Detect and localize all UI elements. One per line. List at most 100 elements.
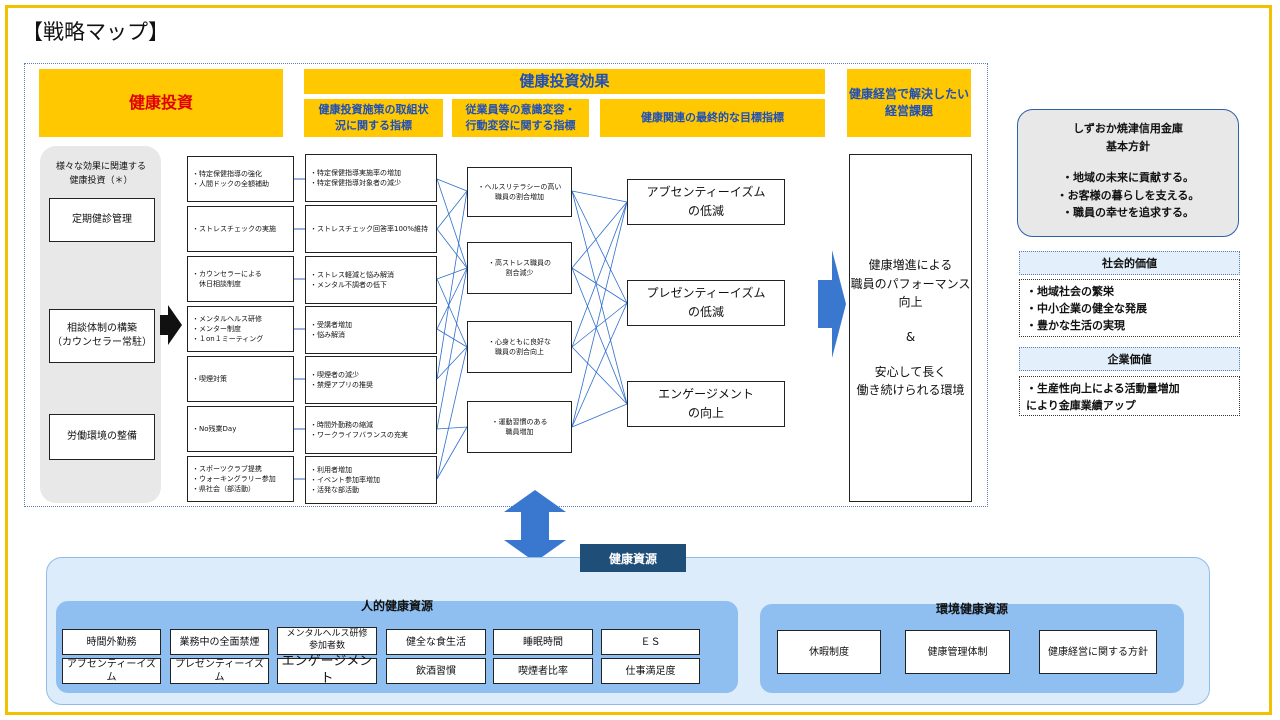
- indicator-line: ・ワークライフバランスの充実: [310, 431, 408, 439]
- investment-item: 労働環境の整備: [49, 414, 155, 460]
- resource-item: ＥＳ: [601, 629, 700, 655]
- behavior-box: ・運動習慣のある 職員増加: [467, 401, 572, 453]
- resource-item: 時間外勤務: [62, 629, 161, 655]
- outcome-line: アブセンティーイズム: [646, 184, 766, 199]
- outcome-box: エンゲージメント の向上: [627, 381, 785, 427]
- indicator-box: ・ストレスチェック回答率100%維持: [305, 205, 437, 253]
- measure-line: ・メンタルヘルス研修: [192, 314, 262, 323]
- strategy-map-area: [24, 63, 988, 507]
- effect-sub-behavior-header: 従業員等の意識変容・ 行動変容に関する指標: [452, 99, 589, 137]
- value-item: ・生産性向上による活動量増加: [1026, 382, 1180, 395]
- resource-item: 仕事満足度: [601, 658, 700, 684]
- resource-item: アブセンティーイズム: [62, 658, 161, 684]
- measure-box: ・メンタルヘルス研修 ・メンター制度 ・１on１ミーティング: [187, 306, 294, 352]
- management-line: 向上: [898, 295, 923, 310]
- measure-line: ・人間ドックの全額補助: [192, 180, 269, 188]
- behavior-line: 職員増加: [505, 428, 534, 436]
- measure-line: ・喫煙対策: [192, 374, 227, 383]
- policy-line: しずおか焼津信用金庫: [1073, 122, 1183, 135]
- behavior-outcome-links: [571, 190, 628, 428]
- outer-frame: [5, 5, 1272, 715]
- value-item: ・中小企業の健全な発展: [1026, 302, 1147, 316]
- behavior-line: ・ヘルスリテラシーの高い: [477, 182, 562, 191]
- management-box: 健康増進による 職員のパフォーマンス 向上 & 安心して長く 働き続けられる環境: [849, 154, 972, 502]
- policy-line: ・職員の幸せを追求する。: [1062, 206, 1194, 220]
- investment-item: 相談体制の構築 （カウンセラー常駐）: [49, 309, 155, 363]
- blue-arrow-icon: [818, 250, 846, 358]
- management-header: 健康経営で解決したい 経営課題: [847, 69, 971, 137]
- indicator-box: ・特定保健指導実施率の増加 ・特定保健指導対象者の減少: [305, 154, 437, 202]
- indicator-line: ・ストレスチェック回答率100%維持: [310, 224, 429, 233]
- indicator-box: ・受講者増加 ・悩み解消: [305, 306, 437, 354]
- indicator-line: ・メンタル不調者の低下: [310, 281, 387, 289]
- measure-indicator-links: [294, 178, 305, 480]
- measure-line: ・ウォーキングラリー参加: [192, 474, 276, 483]
- effect-sub-measures-header: 健康投資施策の取組状 況に関する指標: [304, 99, 443, 137]
- outcome-line: の低減: [687, 204, 724, 218]
- resource-item: 健康経営に関する方針: [1039, 630, 1157, 674]
- behavior-box: ・心身ともに良好な 職員の割合向上: [467, 321, 572, 373]
- header-line: 経営課題: [884, 104, 933, 118]
- indicator-box: ・時間外勤務の縮減 ・ワークライフバランスの充実: [305, 406, 437, 454]
- value-item: ・地域社会の繁栄: [1026, 285, 1114, 298]
- value-item: ・豊かな生活の実現: [1026, 319, 1125, 333]
- indicator-box: ・喫煙者の減少 ・禁煙アプリの推奨: [305, 356, 437, 404]
- investment-header: 健康投資: [39, 69, 283, 137]
- indicator-line: ・特定保健指導実施率の増加: [310, 168, 401, 177]
- resource-item: 休暇制度: [777, 630, 881, 674]
- measure-line: ・特定保健指導の強化: [192, 169, 262, 178]
- caption-line: 健康投資（＊）: [69, 176, 133, 187]
- header-line: 行動変容に関する指標: [465, 119, 576, 132]
- management-line: 働き続けられる環境: [856, 383, 965, 398]
- corporate-value-list: ・生産性向上による活動量増加 により金庫業績アップ: [1019, 376, 1240, 416]
- indicator-line: ・時間外勤務の縮減: [310, 420, 373, 429]
- behavior-line: ・心身ともに良好な: [488, 337, 551, 346]
- behavior-line: 職員の割合増加: [495, 193, 544, 201]
- resource-item: エンゲージメント: [277, 654, 377, 686]
- resource-item: プレゼンティーイズム: [170, 658, 269, 684]
- outcome-line: の向上: [687, 406, 724, 420]
- behavior-line: 割合減少: [505, 269, 534, 277]
- measure-box: ・ストレスチェックの実施: [187, 206, 294, 252]
- value-item: により金庫業績アップ: [1026, 399, 1136, 413]
- measure-line: ・１on１ミーティング: [192, 335, 264, 344]
- outcome-line: エンゲージメント: [658, 386, 754, 401]
- resource-item: 健康管理体制: [905, 630, 1010, 674]
- measure-box: ・スポーツクラブ提携 ・ウォーキングラリー参加 ・県社会（部活動）: [187, 456, 294, 502]
- page-title: 【戦略マップ】: [22, 20, 169, 44]
- measure-line: ・県社会（部活動）: [192, 485, 255, 494]
- header-line: 健康投資施策の取組状: [318, 103, 429, 117]
- behavior-line: ・高ストレス職員の: [488, 258, 551, 267]
- investment-caption: 様々な効果に関連する 健康投資（＊）: [44, 160, 158, 189]
- behavior-box: ・ヘルスリテラシーの高い 職員の割合増加: [467, 167, 572, 217]
- indicator-line: ・特定保健指導対象者の減少: [310, 179, 401, 187]
- resource-item: メンタルヘルス研修 参加者数: [277, 627, 377, 655]
- measure-line: ・No残業Day: [192, 424, 237, 433]
- header-line: 従業員等の意識変容・: [465, 103, 576, 117]
- outcome-line: の低減: [687, 305, 724, 319]
- policy-line: ・地域の未来に貢献する。: [1062, 171, 1194, 185]
- indicator-behavior-links: [436, 178, 468, 480]
- measure-box: ・特定保健指導の強化 ・人間ドックの全額補助: [187, 156, 294, 202]
- double-arrow-icon: [504, 490, 566, 562]
- measure-line: ・カウンセラーによる: [192, 269, 262, 278]
- measure-box: ・喫煙対策: [187, 356, 294, 402]
- outcome-box: プレゼンティーイズム の低減: [627, 280, 785, 326]
- caption-line: 様々な効果に関連する: [55, 162, 146, 172]
- human-resources-title: 人的健康資源: [360, 599, 433, 613]
- management-line: 安心して長く: [874, 364, 947, 379]
- resource-item: 飲酒習慣: [386, 658, 486, 684]
- policy-line: [1018, 155, 1238, 169]
- effect-sub-goal-header: 健康関連の最終的な目標指標: [600, 99, 825, 137]
- resource-item: 喫煙者比率: [493, 658, 593, 684]
- indicator-line: ・利用者増加: [310, 465, 352, 474]
- indicator-box: ・ストレス軽減と悩み解消 ・メンタル不調者の低下: [305, 256, 437, 304]
- measure-box: ・No残業Day: [187, 406, 294, 452]
- indicator-line: ・悩み解消: [310, 331, 345, 339]
- measure-line: ・スポーツクラブ提携: [192, 464, 262, 473]
- header-line: 健康経営で解決したい: [848, 86, 969, 101]
- measure-line: 休日相談制度: [192, 280, 241, 288]
- resource-item: 健全な食生活: [386, 629, 486, 655]
- management-line: &: [905, 330, 916, 344]
